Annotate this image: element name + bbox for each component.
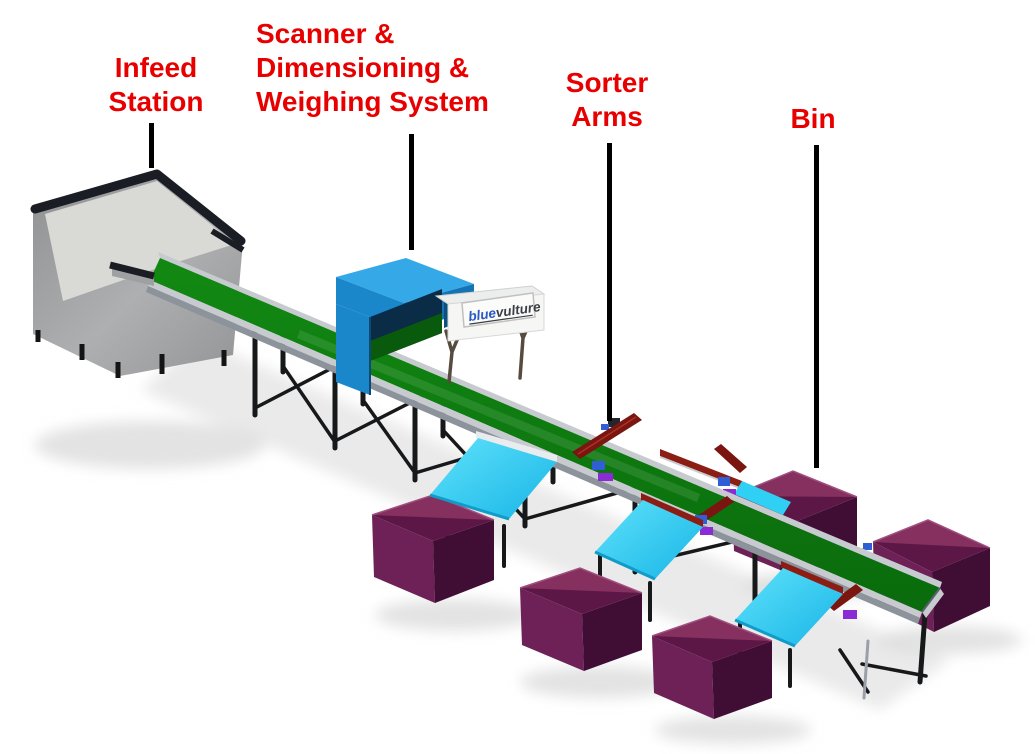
pointer-line-bin [814, 145, 819, 468]
end-actuator [843, 610, 857, 619]
sorter-arm-3 [827, 584, 863, 611]
label-infeed-station: Infeed Station [108, 52, 204, 117]
sorter-arm-1 [572, 413, 642, 459]
infeed-station-front-rim [109, 261, 155, 286]
brand-sign: bluevulture [434, 285, 546, 384]
front-chute-middle [594, 493, 703, 581]
pointer-line-infeed [149, 123, 154, 168]
pointer-line-sorter-arms [607, 143, 612, 421]
label-scanner: Scanner & Dimensioning & Weighing System [256, 18, 489, 117]
label-sorter-arms: Sorter Arms [565, 67, 649, 132]
sorter-arm-4 [714, 444, 747, 473]
sign-text: bluevulture [467, 299, 542, 324]
front-chute-left [429, 431, 557, 521]
scanner-arch [336, 258, 474, 395]
sorter-arms [572, 413, 863, 611]
pointer-line-scanner [409, 134, 414, 250]
bin-front-middle [519, 567, 643, 671]
actuator [718, 477, 730, 486]
actuator [592, 461, 605, 470]
front-chute-right [734, 561, 843, 648]
bin-front-right [651, 615, 773, 719]
label-bin: Bin [790, 103, 836, 134]
bin-front-left [371, 494, 495, 603]
